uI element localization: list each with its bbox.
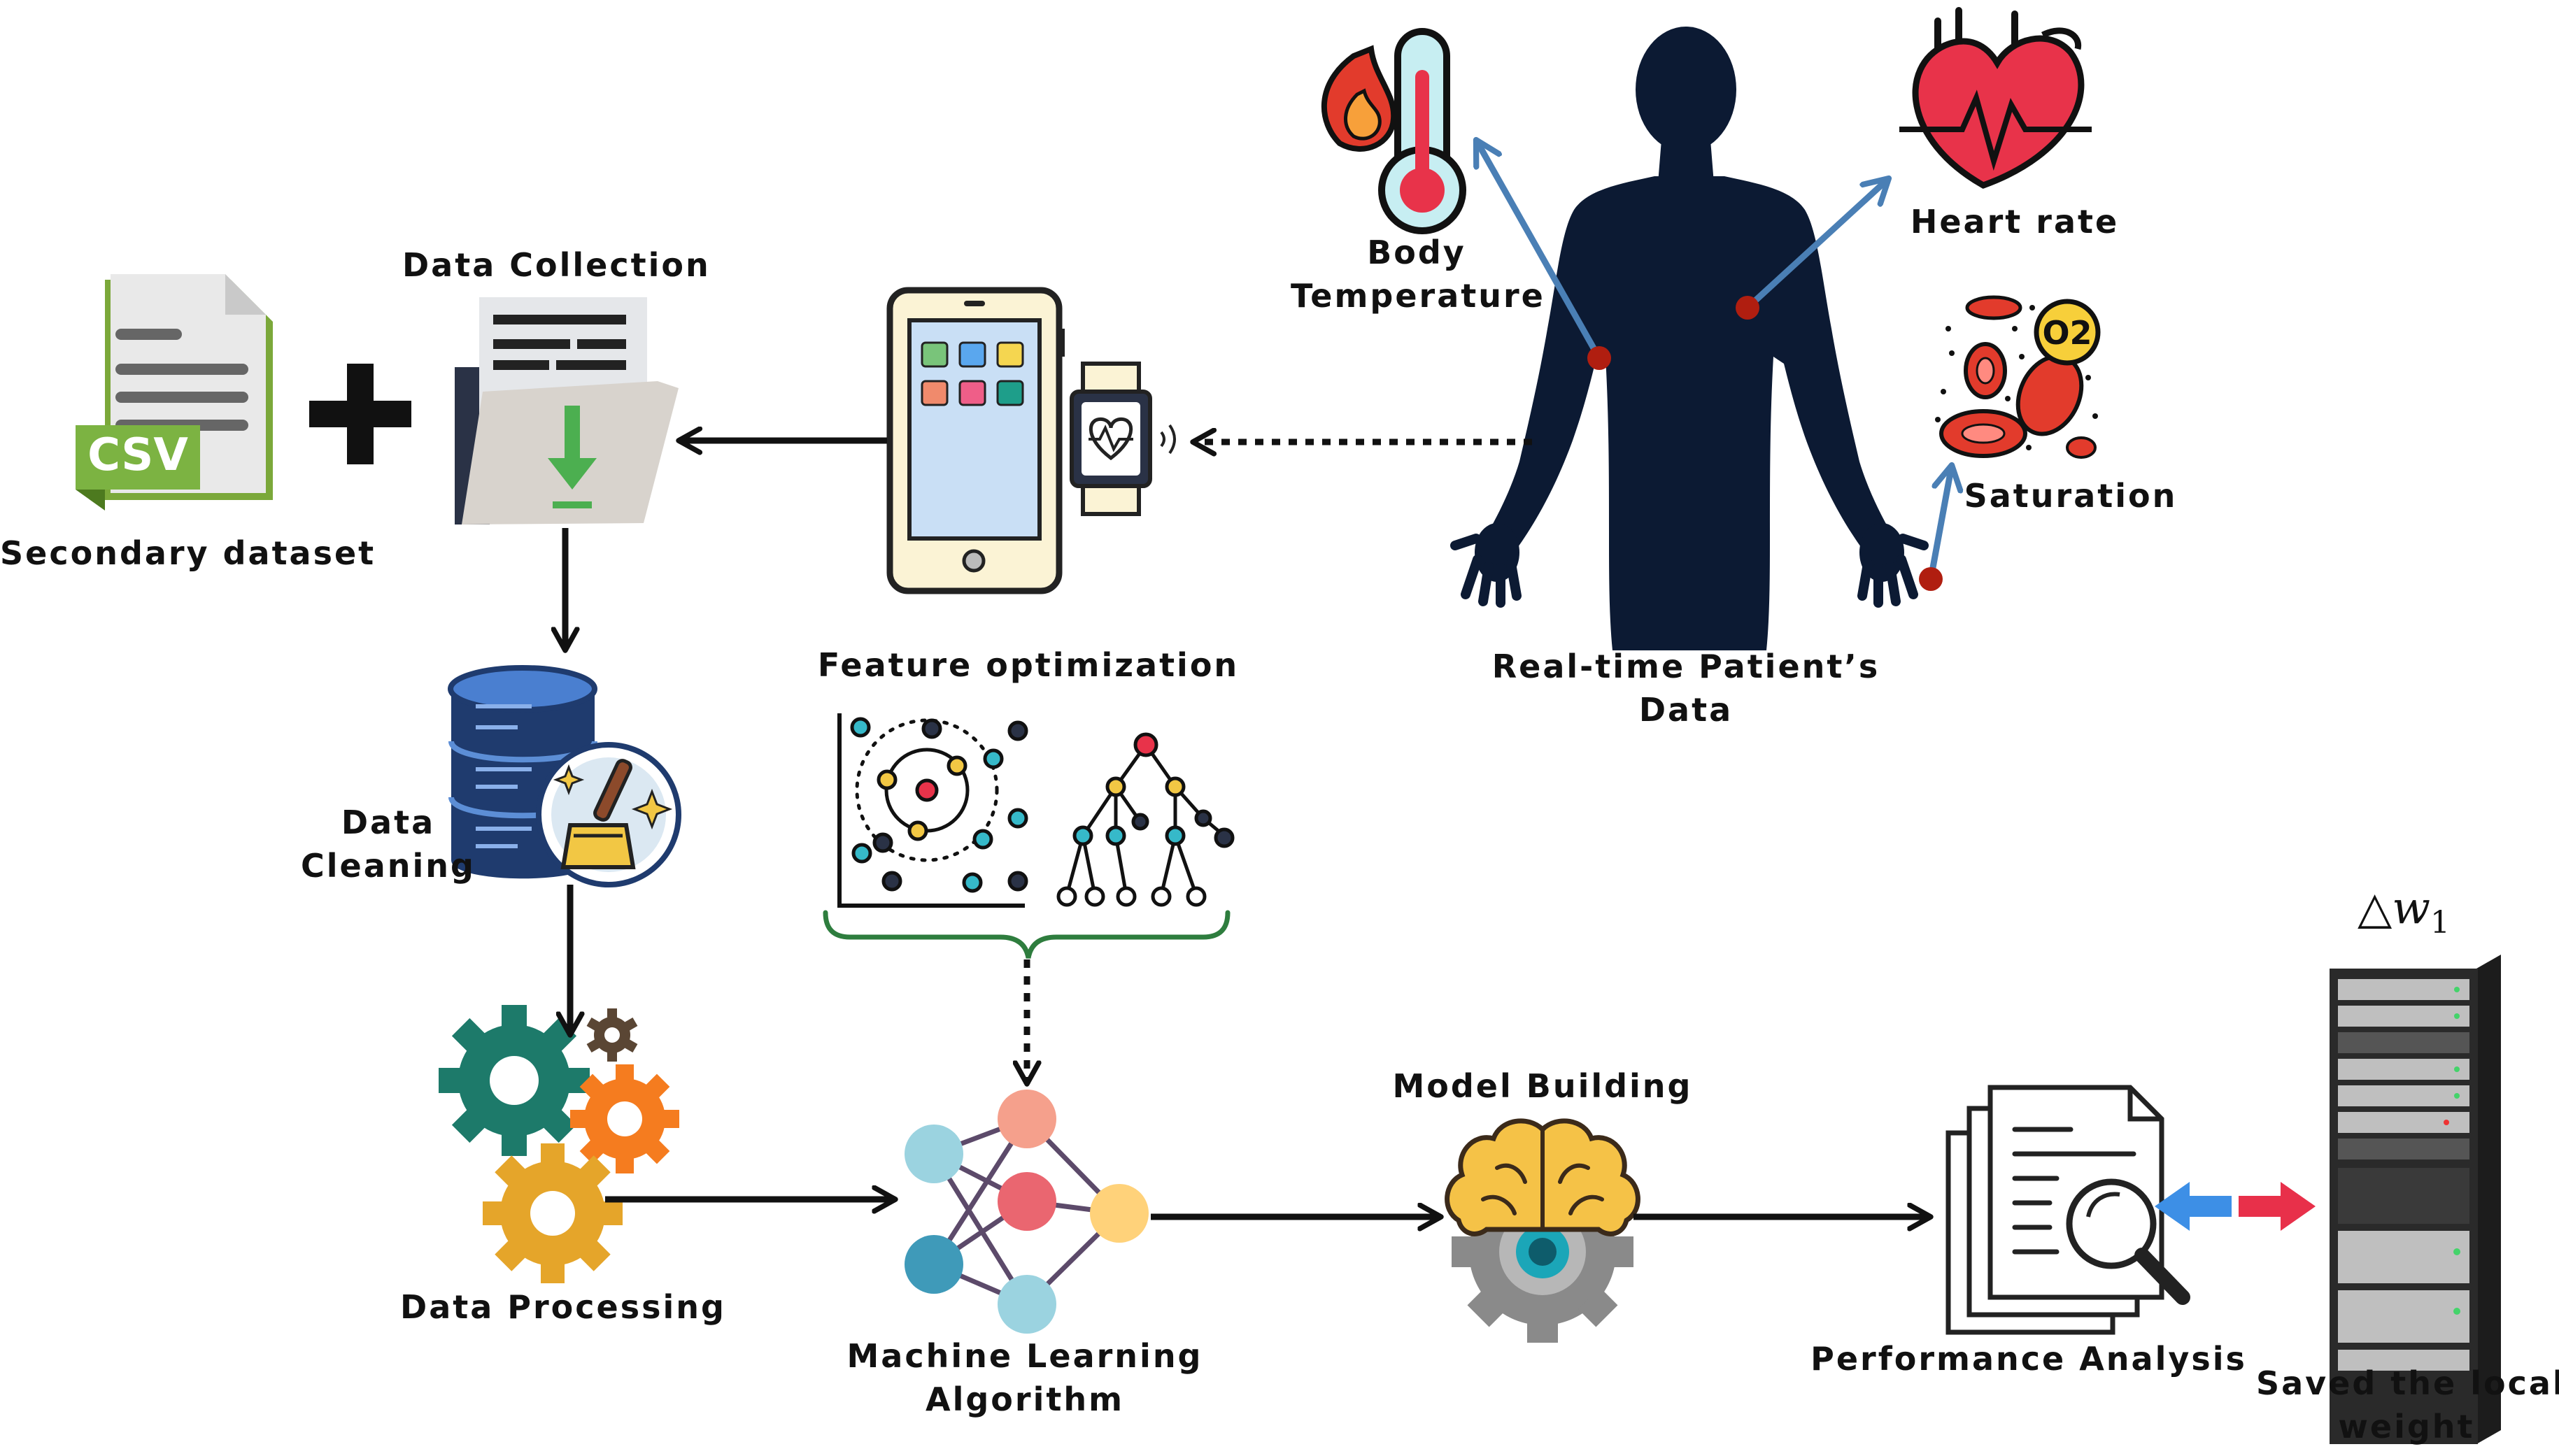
database-cleaning-icon — [448, 665, 681, 887]
heart-icon — [1899, 7, 2092, 189]
human-silhouette-icon — [1450, 27, 1929, 650]
o2-badge-text: O2 — [2042, 314, 2092, 352]
data-cleaning-label: Data Cleaning — [301, 804, 476, 885]
performance-analysis-label: Performance Analysis — [1810, 1340, 2247, 1378]
decision-tree-icon — [1056, 732, 1235, 907]
brain-gear-icon — [1445, 1118, 1640, 1343]
sensor-links — [1476, 140, 1952, 591]
ml-algorithm-label: Machine Learning Algorithm — [846, 1337, 1203, 1418]
feature-optimization-label: Feature optimization — [817, 646, 1240, 684]
neural-network-icon — [905, 1090, 1149, 1334]
flow-arrows — [565, 441, 1931, 1217]
csv-file-icon: CSV — [76, 274, 273, 511]
model-building-label: Model Building — [1392, 1067, 1693, 1105]
saturation-sensor-dot — [1919, 567, 1943, 591]
saturation-label: Saturation — [1964, 477, 2178, 515]
thermometer-icon — [1321, 28, 1466, 234]
body-temperature-label: Body Temperature — [1291, 234, 1545, 315]
secondary-dataset-label: Secondary dataset — [0, 534, 376, 572]
csv-badge-text: CSV — [87, 429, 188, 481]
real-time-patient-data-label: Real-time Patient’s Data — [1491, 648, 1880, 729]
report-search-icon — [1945, 1085, 2190, 1335]
data-collection-label: Data Collection — [402, 246, 711, 284]
gears-icon — [439, 1005, 679, 1283]
blood-cells-icon: O2 — [1935, 295, 2101, 459]
delta-weight-label: △w1 — [2358, 883, 2450, 941]
smartwatch-icon — [1070, 362, 1176, 516]
temperature-sensor-dot — [1587, 346, 1611, 370]
server-rack-icon — [2330, 955, 2501, 1444]
plus-icon — [309, 364, 411, 464]
smartphone-icon — [886, 287, 1065, 594]
download-folder-icon — [455, 297, 679, 524]
heart-rate-label: Heart rate — [1910, 203, 2120, 241]
exchange-arrows — [2155, 1182, 2316, 1231]
feature-brace — [823, 910, 1231, 959]
data-processing-label: Data Processing — [400, 1288, 726, 1326]
heart-sensor-dot — [1736, 296, 1759, 320]
scatter-cluster-icon — [837, 713, 1028, 908]
saved-local-weight-label: Saved the local weight — [2256, 1364, 2559, 1446]
